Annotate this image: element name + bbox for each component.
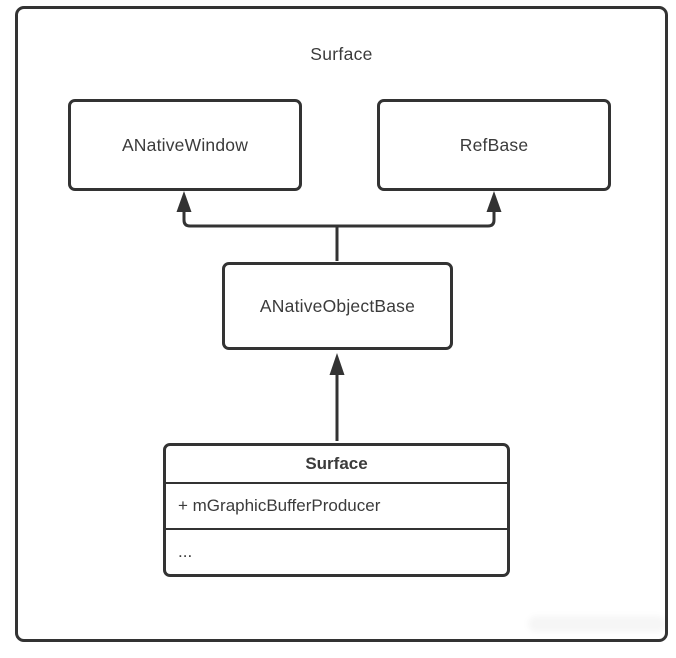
- node-refbase-label: RefBase: [459, 134, 529, 155]
- node-surface-class: Surface + mGraphicBufferProducer ...: [163, 443, 510, 577]
- node-anativeobjectbase: ANativeObjectBase: [222, 262, 453, 350]
- container-title: Surface: [310, 44, 373, 64]
- surface-class-title: Surface: [166, 446, 507, 484]
- node-refbase: RefBase: [377, 99, 611, 191]
- node-anativewindow-label: ANativeWindow: [121, 134, 249, 155]
- surface-class-attribute: + mGraphicBufferProducer: [166, 484, 507, 530]
- node-anativewindow: ANativeWindow: [68, 99, 302, 191]
- node-anativeobjectbase-label: ANativeObjectBase: [259, 295, 416, 316]
- watermark-remnant: [528, 616, 666, 632]
- surface-class-ellipsis: ...: [178, 542, 193, 561]
